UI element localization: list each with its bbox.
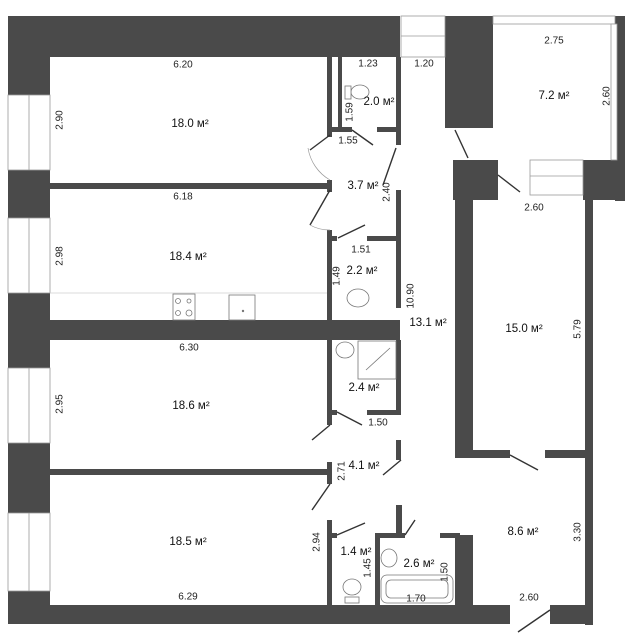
washroom-small-area: 2.2 м²: [346, 265, 378, 277]
wc-bottom-height: 1.45: [362, 558, 374, 578]
bathroom-area: 2.6 м²: [403, 558, 435, 570]
hall-bottom-area: 4.1 м²: [348, 460, 380, 472]
room-2-width: 6.18: [173, 191, 193, 203]
hall-top-height: 2.40: [381, 182, 393, 202]
doors: [307, 129, 551, 633]
wc-top-height: 1.59: [344, 102, 356, 122]
wc-top-width: 1.23: [358, 58, 378, 70]
room-3-width: 6.30: [179, 342, 199, 354]
bathroom-width: 1.70: [406, 593, 426, 605]
room-2-area: 18.4 м²: [169, 251, 207, 263]
balcony-height: 2.60: [601, 86, 613, 106]
wc-bottom-area: 1.4 м²: [340, 546, 372, 558]
hall-top-width: 1.55: [338, 135, 358, 147]
entry-hall-width: 2.60: [519, 592, 539, 604]
corridor-area: 13.1 м²: [409, 317, 447, 329]
balcony-area: 7.2 м²: [538, 90, 570, 102]
room-1-height: 2.90: [54, 110, 66, 130]
windows: [7, 15, 618, 592]
corridor-width: 1.20: [414, 58, 434, 70]
room-2-height: 2.98: [54, 246, 66, 266]
bathroom-height: 1.50: [439, 562, 451, 582]
wc-top-area: 2.0 м²: [363, 96, 395, 108]
entry-hall-area: 8.6 м²: [507, 526, 539, 538]
room-1-width: 6.20: [173, 59, 193, 71]
room-right-height: 5.79: [572, 319, 584, 339]
room-4-area: 18.5 м²: [169, 536, 207, 548]
fixtures: [172, 84, 454, 604]
room-1-area: 18.0 м²: [171, 118, 209, 130]
room-3-area: 18.6 м²: [172, 400, 210, 412]
entry-hall-height: 3.30: [572, 522, 584, 542]
shower-room-area: 2.4 м²: [348, 382, 380, 394]
corridor-height: 10.90: [405, 283, 417, 309]
washroom-small-height: 1.49: [331, 266, 343, 286]
room-4-width: 6.29: [178, 591, 198, 603]
hall-bottom-width: 1.50: [368, 417, 388, 429]
walls: [8, 16, 625, 625]
balcony-width: 2.75: [544, 35, 564, 47]
room-right-width: 2.60: [524, 202, 544, 214]
washroom-small-width: 1.51: [351, 244, 371, 256]
room-3-height: 2.95: [54, 394, 66, 414]
hall-top-area: 3.7 м²: [347, 180, 379, 192]
room-4-height: 2.94: [311, 532, 323, 552]
hall-bottom-height: 2.71: [336, 461, 348, 481]
room-right-area: 15.0 м²: [505, 323, 543, 335]
